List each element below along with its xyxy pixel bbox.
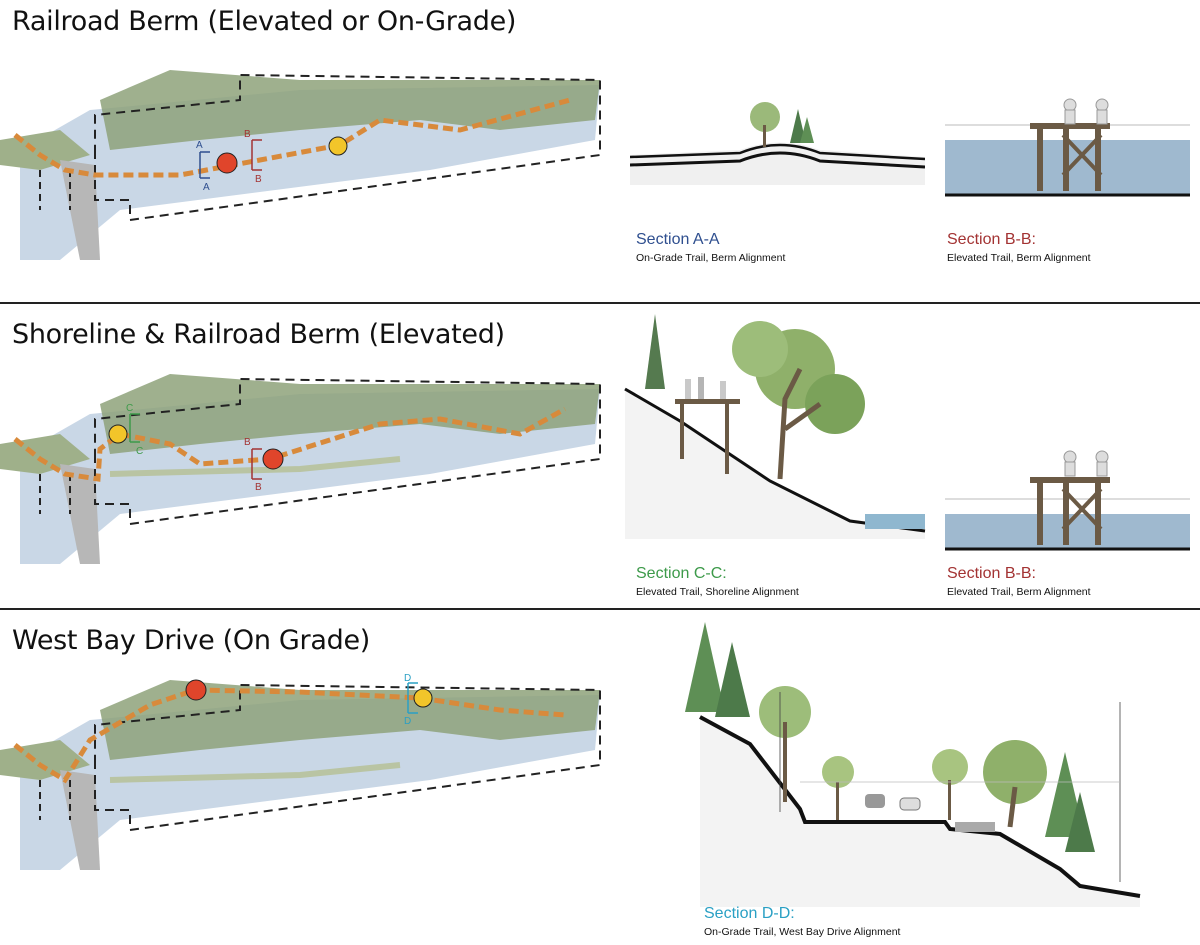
study-boundary bbox=[94, 377, 601, 526]
section-c-marker: C C bbox=[126, 403, 143, 457]
panel-title: Railroad Berm (Elevated or On-Grade) bbox=[12, 6, 517, 37]
study-boundary bbox=[94, 73, 601, 222]
label-c-bottom: C bbox=[136, 446, 143, 457]
section-b-marker: B B bbox=[244, 129, 262, 185]
section-d-marker: D D bbox=[404, 673, 418, 727]
label-b-top: B bbox=[244, 129, 251, 140]
label-b-top: B bbox=[244, 437, 251, 448]
section-a-subtitle: On-Grade Trail, Berm Alignment bbox=[636, 252, 786, 264]
divider bbox=[0, 608, 1200, 610]
red-star-marker bbox=[216, 152, 238, 174]
section-c-drawing bbox=[624, 314, 926, 539]
section-d-drawing bbox=[685, 622, 1141, 907]
section-c-subtitle: Elevated Trail, Shoreline Alignment bbox=[636, 586, 799, 598]
panel-title: Shoreline & Railroad Berm (Elevated) bbox=[12, 319, 505, 350]
section-b-title: Section B-B: bbox=[947, 231, 1036, 248]
section-b-drawing bbox=[945, 450, 1190, 551]
section-b-subtitle: Elevated Trail, Berm Alignment bbox=[947, 586, 1091, 598]
shoreline-land bbox=[100, 374, 600, 454]
yellow-star-marker bbox=[328, 136, 348, 156]
red-star-marker bbox=[262, 448, 284, 470]
section-d-title: Section D-D: bbox=[704, 905, 795, 922]
label-a-bottom: A bbox=[203, 182, 210, 193]
study-boundary bbox=[94, 683, 601, 832]
section-a-marker: A A bbox=[196, 140, 210, 193]
section-a-drawing bbox=[630, 102, 925, 185]
section-c-title: Section C-C: bbox=[636, 565, 727, 582]
shoreline-land bbox=[100, 680, 600, 760]
panel-railroad-berm: Railroad Berm (Elevated or On-Grade) A A… bbox=[0, 0, 1200, 302]
label-c-top: C bbox=[126, 403, 133, 414]
section-a-title: Section A-A bbox=[636, 231, 720, 248]
red-star-marker bbox=[185, 679, 207, 701]
section-d-subtitle: On-Grade Trail, West Bay Drive Alignment bbox=[704, 926, 901, 938]
section-b-drawing bbox=[945, 98, 1190, 197]
site-map: A A B B bbox=[0, 60, 605, 260]
label-d-bottom: D bbox=[404, 716, 411, 727]
panel-west-bay-drive: West Bay Drive (On Grade) D D bbox=[0, 610, 1200, 945]
shoreline-land bbox=[100, 70, 600, 150]
trail-route bbox=[13, 687, 566, 784]
label-d-top: D bbox=[404, 673, 411, 684]
section-b-marker: B B bbox=[244, 437, 262, 493]
label-b-bottom: B bbox=[255, 174, 262, 185]
section-b-title: Section B-B: bbox=[947, 565, 1036, 582]
site-map: C C B B bbox=[0, 374, 601, 564]
label-a-top: A bbox=[196, 140, 203, 151]
panel-title: West Bay Drive (On Grade) bbox=[12, 625, 370, 656]
divider bbox=[0, 302, 1200, 304]
yellow-star-marker bbox=[108, 424, 128, 444]
trail-route bbox=[13, 406, 567, 482]
yellow-star-marker bbox=[413, 688, 433, 708]
site-map: D D bbox=[0, 673, 601, 870]
panel-shoreline-berm: Shoreline & Railroad Berm (Elevated) C C… bbox=[0, 304, 1200, 606]
section-b-subtitle: Elevated Trail, Berm Alignment bbox=[947, 252, 1091, 264]
label-b-bottom: B bbox=[255, 482, 262, 493]
